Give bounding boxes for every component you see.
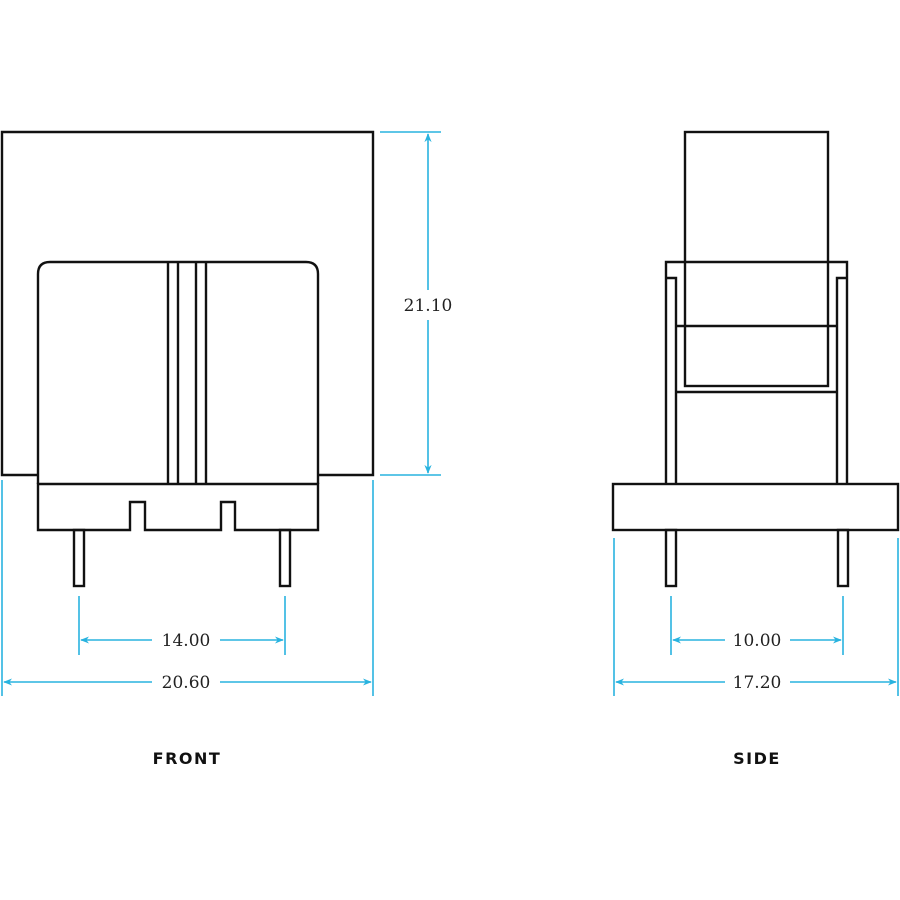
front-pin-left: [72, 528, 86, 588]
side-bobbin-frame: [664, 260, 849, 484]
side-view: 10.00 17.20 SIDE: [611, 130, 900, 768]
front-base: [36, 482, 320, 532]
side-bobbin-wall-right: [835, 276, 847, 484]
front-core-outline: [0, 130, 375, 477]
side-width-dimension: 17.20: [733, 673, 782, 693]
side-bobbin-wall-left: [666, 276, 678, 484]
front-view: 21.10 14.00 20.60 FRONT: [0, 130, 453, 768]
front-width-dimension: 20.60: [162, 673, 211, 693]
front-pin-right: [278, 528, 292, 588]
front-view-label: FRONT: [153, 749, 222, 768]
front-height-dimension: 21.10: [404, 296, 453, 316]
side-pin-pitch-dimension: 10.00: [733, 631, 782, 651]
side-base: [611, 482, 900, 532]
side-pin-left: [664, 528, 678, 588]
front-pin-pitch-dimension: 14.00: [162, 631, 211, 651]
side-pin-right: [836, 528, 850, 588]
side-view-label: SIDE: [733, 749, 781, 768]
side-core: [683, 130, 830, 388]
